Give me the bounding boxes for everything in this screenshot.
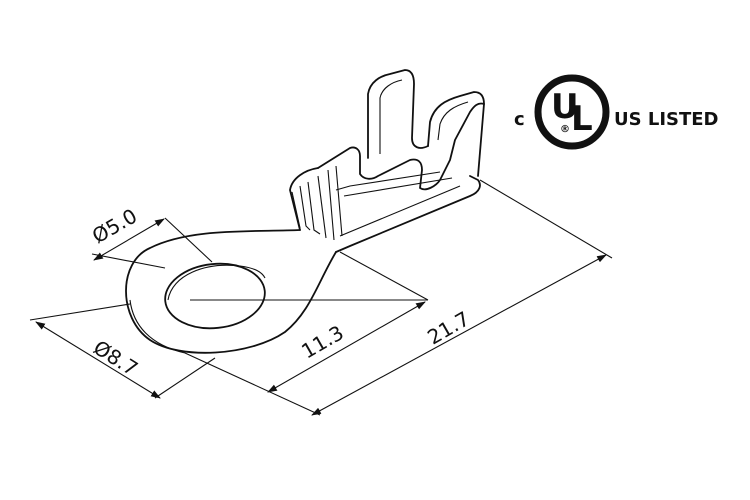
barrel-serration-6 <box>335 165 343 237</box>
ext-ring-right <box>154 357 216 399</box>
ext-neck <box>339 251 429 301</box>
ul-prefix-c: c <box>514 109 525 130</box>
barrel-side-mid <box>343 177 453 197</box>
barrel-front-wing <box>427 91 485 147</box>
dim-label-hole-diameter: Ø5.0 <box>88 204 141 249</box>
dim-label-overall-length: 21.7 <box>423 306 474 349</box>
dim-line-outer <box>35 321 161 399</box>
ext-hole-top <box>164 217 213 263</box>
ring-hole <box>164 262 266 330</box>
ul-logo-circle <box>534 74 610 150</box>
barrel-bottom-inner <box>339 185 461 237</box>
dim-line-21-7 <box>311 254 607 416</box>
barrel-serration-2 <box>299 185 311 231</box>
dim-line-11-3 <box>267 301 426 393</box>
ul-listed-mark: c U L ® US LISTED <box>514 74 719 150</box>
barrel-serration-1 <box>291 191 301 229</box>
barrel-serration-5 <box>327 169 335 241</box>
ext-ring-front <box>184 352 321 416</box>
ul-logo-u: U <box>551 87 579 127</box>
dim-label-hole-to-barrel: 11.3 <box>297 320 348 363</box>
barrel-serration-4 <box>317 175 327 239</box>
dim-line-hole <box>93 218 165 261</box>
ul-logo-registered: ® <box>560 124 570 135</box>
ul-logo-l: L <box>571 99 593 139</box>
barrel-serration-3 <box>307 181 321 235</box>
neck-upper-edge <box>289 167 319 231</box>
barrel-back-wing <box>367 69 429 159</box>
barrel-side-top <box>335 171 441 191</box>
barrel-front-wing-inner <box>437 101 469 141</box>
ring-tongue-outline <box>125 229 337 354</box>
barrel-bottom <box>335 175 481 253</box>
barrel-back-wing-inner <box>379 79 403 154</box>
ext-ring-left <box>29 303 131 321</box>
ring-hole-inner-edge <box>167 264 266 301</box>
ext-barrel-end <box>479 179 613 259</box>
terminal-outline <box>125 69 485 354</box>
dimension-lines <box>35 218 607 416</box>
ul-suffix-us-listed: US LISTED <box>614 109 719 130</box>
barrel-front-wall <box>317 102 485 191</box>
dim-label-outer-diameter: Ø8.7 <box>89 335 142 381</box>
ext-hole-bottom <box>91 253 166 269</box>
